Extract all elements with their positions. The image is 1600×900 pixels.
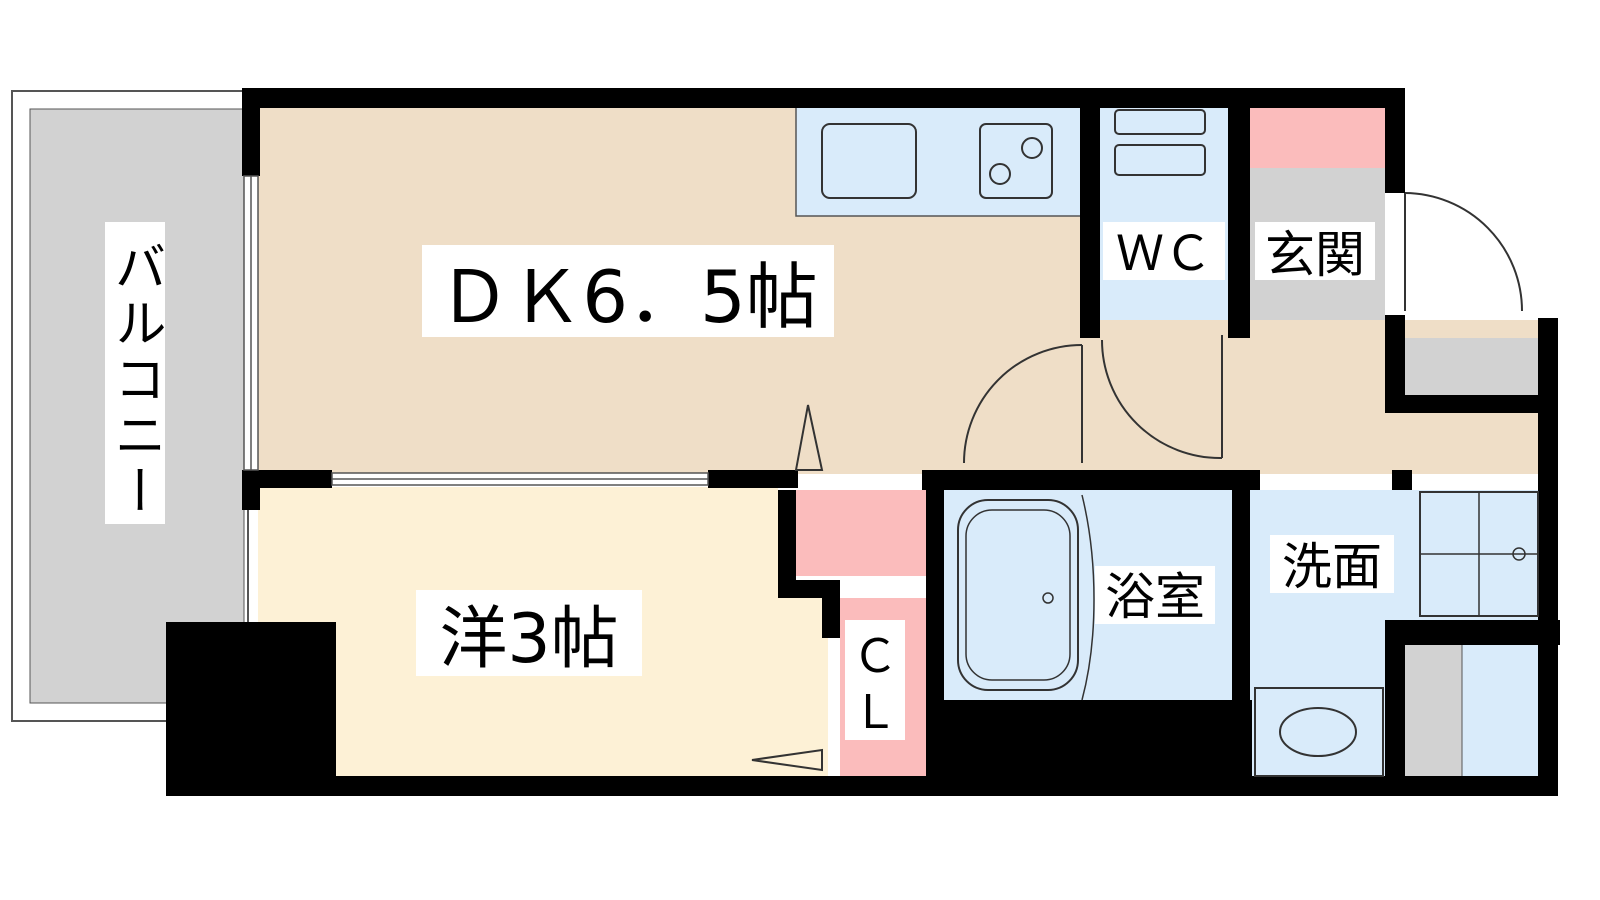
burner [1021,137,1043,159]
wc-label: ＷＣ [1116,226,1212,282]
western-label-bg [416,590,642,676]
burner [989,163,1011,185]
doors [751,192,1523,772]
washer-drain [1512,547,1526,561]
entrance-label-bg [1255,222,1375,280]
windows [243,175,709,486]
drain [1042,592,1054,604]
stove [979,123,1053,199]
bath-label-bg [1095,566,1215,624]
walls [166,88,1560,796]
balcony-label-bg [105,222,165,524]
dk-label: ＤＫ6．5帖 [438,255,818,339]
toilet-tank [1114,109,1206,135]
washroom-label-bg [1270,535,1394,593]
dk-label-bg [422,245,834,337]
kitchen-counter [795,105,1082,217]
wc-label-bg [1103,222,1225,280]
basin [1279,707,1357,757]
shoe-storage [1404,338,1538,396]
bathtub [957,499,1079,691]
bathtub-inner [965,509,1071,681]
balcony-label: バルコニー [105,240,165,520]
wc-floor [1098,106,1230,320]
closet-label-c: Ｃ [852,629,898,683]
western-floor-ext [778,590,828,777]
sink [821,123,917,199]
closet-label-bg [845,620,905,740]
toilet-bowl [1114,144,1206,176]
vanity [1254,687,1384,777]
entrance-pink [1250,106,1385,168]
bath-door [1081,494,1095,701]
storage-pink [796,490,926,576]
bath-label: 浴室 [1105,568,1205,626]
washer-space [1403,642,1463,778]
entrance-label: 玄関 [1265,226,1365,284]
closet-label-l: Ｌ [852,685,898,739]
western-label: 洋3帖 [439,600,618,679]
washroom-label: 洗面 [1282,538,1382,596]
